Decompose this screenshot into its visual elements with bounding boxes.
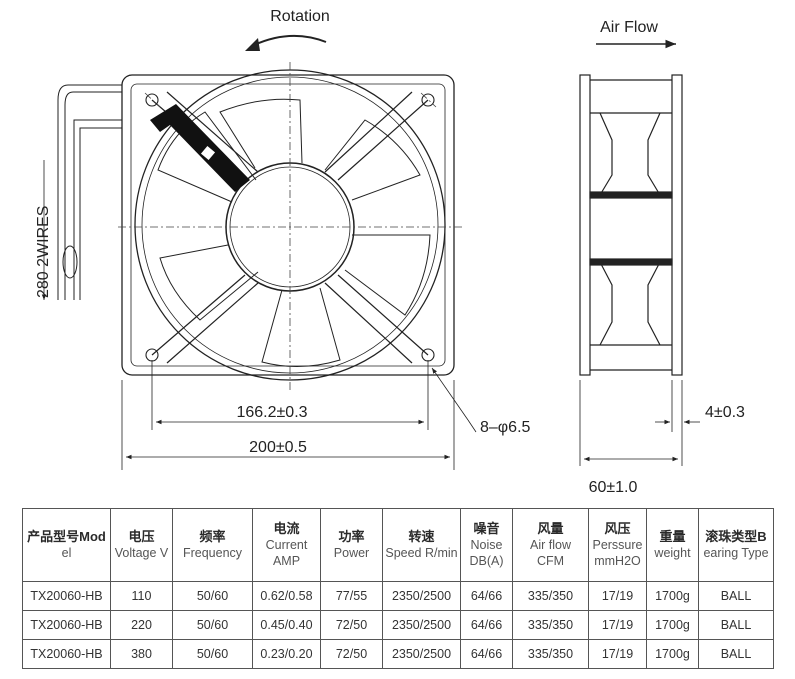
wire-clip (150, 104, 250, 192)
dim-flange: 4±0.3 (705, 404, 745, 421)
cell-power: 72/50 (320, 639, 383, 669)
cell-airflow: 335/350 (512, 610, 589, 640)
cell-current: 0.45/0.40 (252, 610, 321, 640)
fan-side-view (579, 74, 683, 376)
dim-hole-spacing: 166.2±0.3 (236, 404, 307, 421)
cell-pressure: 17/19 (588, 639, 647, 669)
cell-model: TX20060-HB (22, 639, 111, 669)
cell-bearing: BALL (698, 581, 774, 611)
cell-airflow: 335/350 (512, 639, 589, 669)
cell-speed: 2350/2500 (382, 639, 461, 669)
wire-bundle (57, 84, 122, 300)
table-row: TX20060-HB 220 50/60 0.45/0.40 72/50 235… (22, 610, 774, 640)
fan-frame-outer (121, 74, 455, 376)
cell-current: 0.23/0.20 (252, 639, 321, 669)
fan-technical-drawing: Rotation (35, 8, 745, 496)
cell-voltage: 380 (110, 639, 173, 669)
dim-holes: 8–φ6.5 (480, 419, 531, 436)
cell-power: 77/55 (320, 581, 383, 611)
dim-depth: 60±1.0 (589, 479, 638, 496)
cell-frequency: 50/60 (172, 581, 253, 611)
centre-lines (118, 62, 462, 390)
cell-weight: 1700g (646, 639, 699, 669)
cell-noise: 64/66 (460, 639, 513, 669)
table-row: TX20060-HB 110 50/60 0.62/0.58 77/55 235… (22, 581, 774, 611)
cell-noise: 64/66 (460, 610, 513, 640)
cell-speed: 2350/2500 (382, 581, 461, 611)
cell-weight: 1700g (646, 581, 699, 611)
rotation-arrowhead (245, 38, 260, 51)
cell-noise: 64/66 (460, 581, 513, 611)
cell-pressure: 17/19 (588, 581, 647, 611)
cell-speed: 2350/2500 (382, 610, 461, 640)
cell-power: 72/50 (320, 610, 383, 640)
dimension-lines-side (579, 380, 700, 466)
cell-voltage: 110 (110, 581, 173, 611)
cell-airflow: 335/350 (512, 581, 589, 611)
airflow-label: Air Flow (600, 19, 658, 36)
cell-bearing: BALL (698, 639, 774, 669)
dimension-lines-front (121, 360, 477, 470)
cell-frequency: 50/60 (172, 610, 253, 640)
cell-weight: 1700g (646, 610, 699, 640)
table-row: TX20060-HB 380 50/60 0.23/0.20 72/50 235… (22, 639, 774, 669)
cell-voltage: 220 (110, 610, 173, 640)
cell-frequency: 50/60 (172, 639, 253, 669)
dim-width: 200±0.5 (249, 439, 307, 456)
cell-model: TX20060-HB (22, 610, 111, 640)
cell-model: TX20060-HB (22, 581, 111, 611)
cell-pressure: 17/19 (588, 610, 647, 640)
cell-bearing: BALL (698, 610, 774, 640)
cell-current: 0.62/0.58 (252, 581, 321, 611)
rotation-arrow (251, 34, 327, 47)
rotation-label: Rotation (270, 8, 330, 25)
wires-label: 280 2WIRES (35, 206, 52, 298)
fan-blades (157, 98, 431, 368)
